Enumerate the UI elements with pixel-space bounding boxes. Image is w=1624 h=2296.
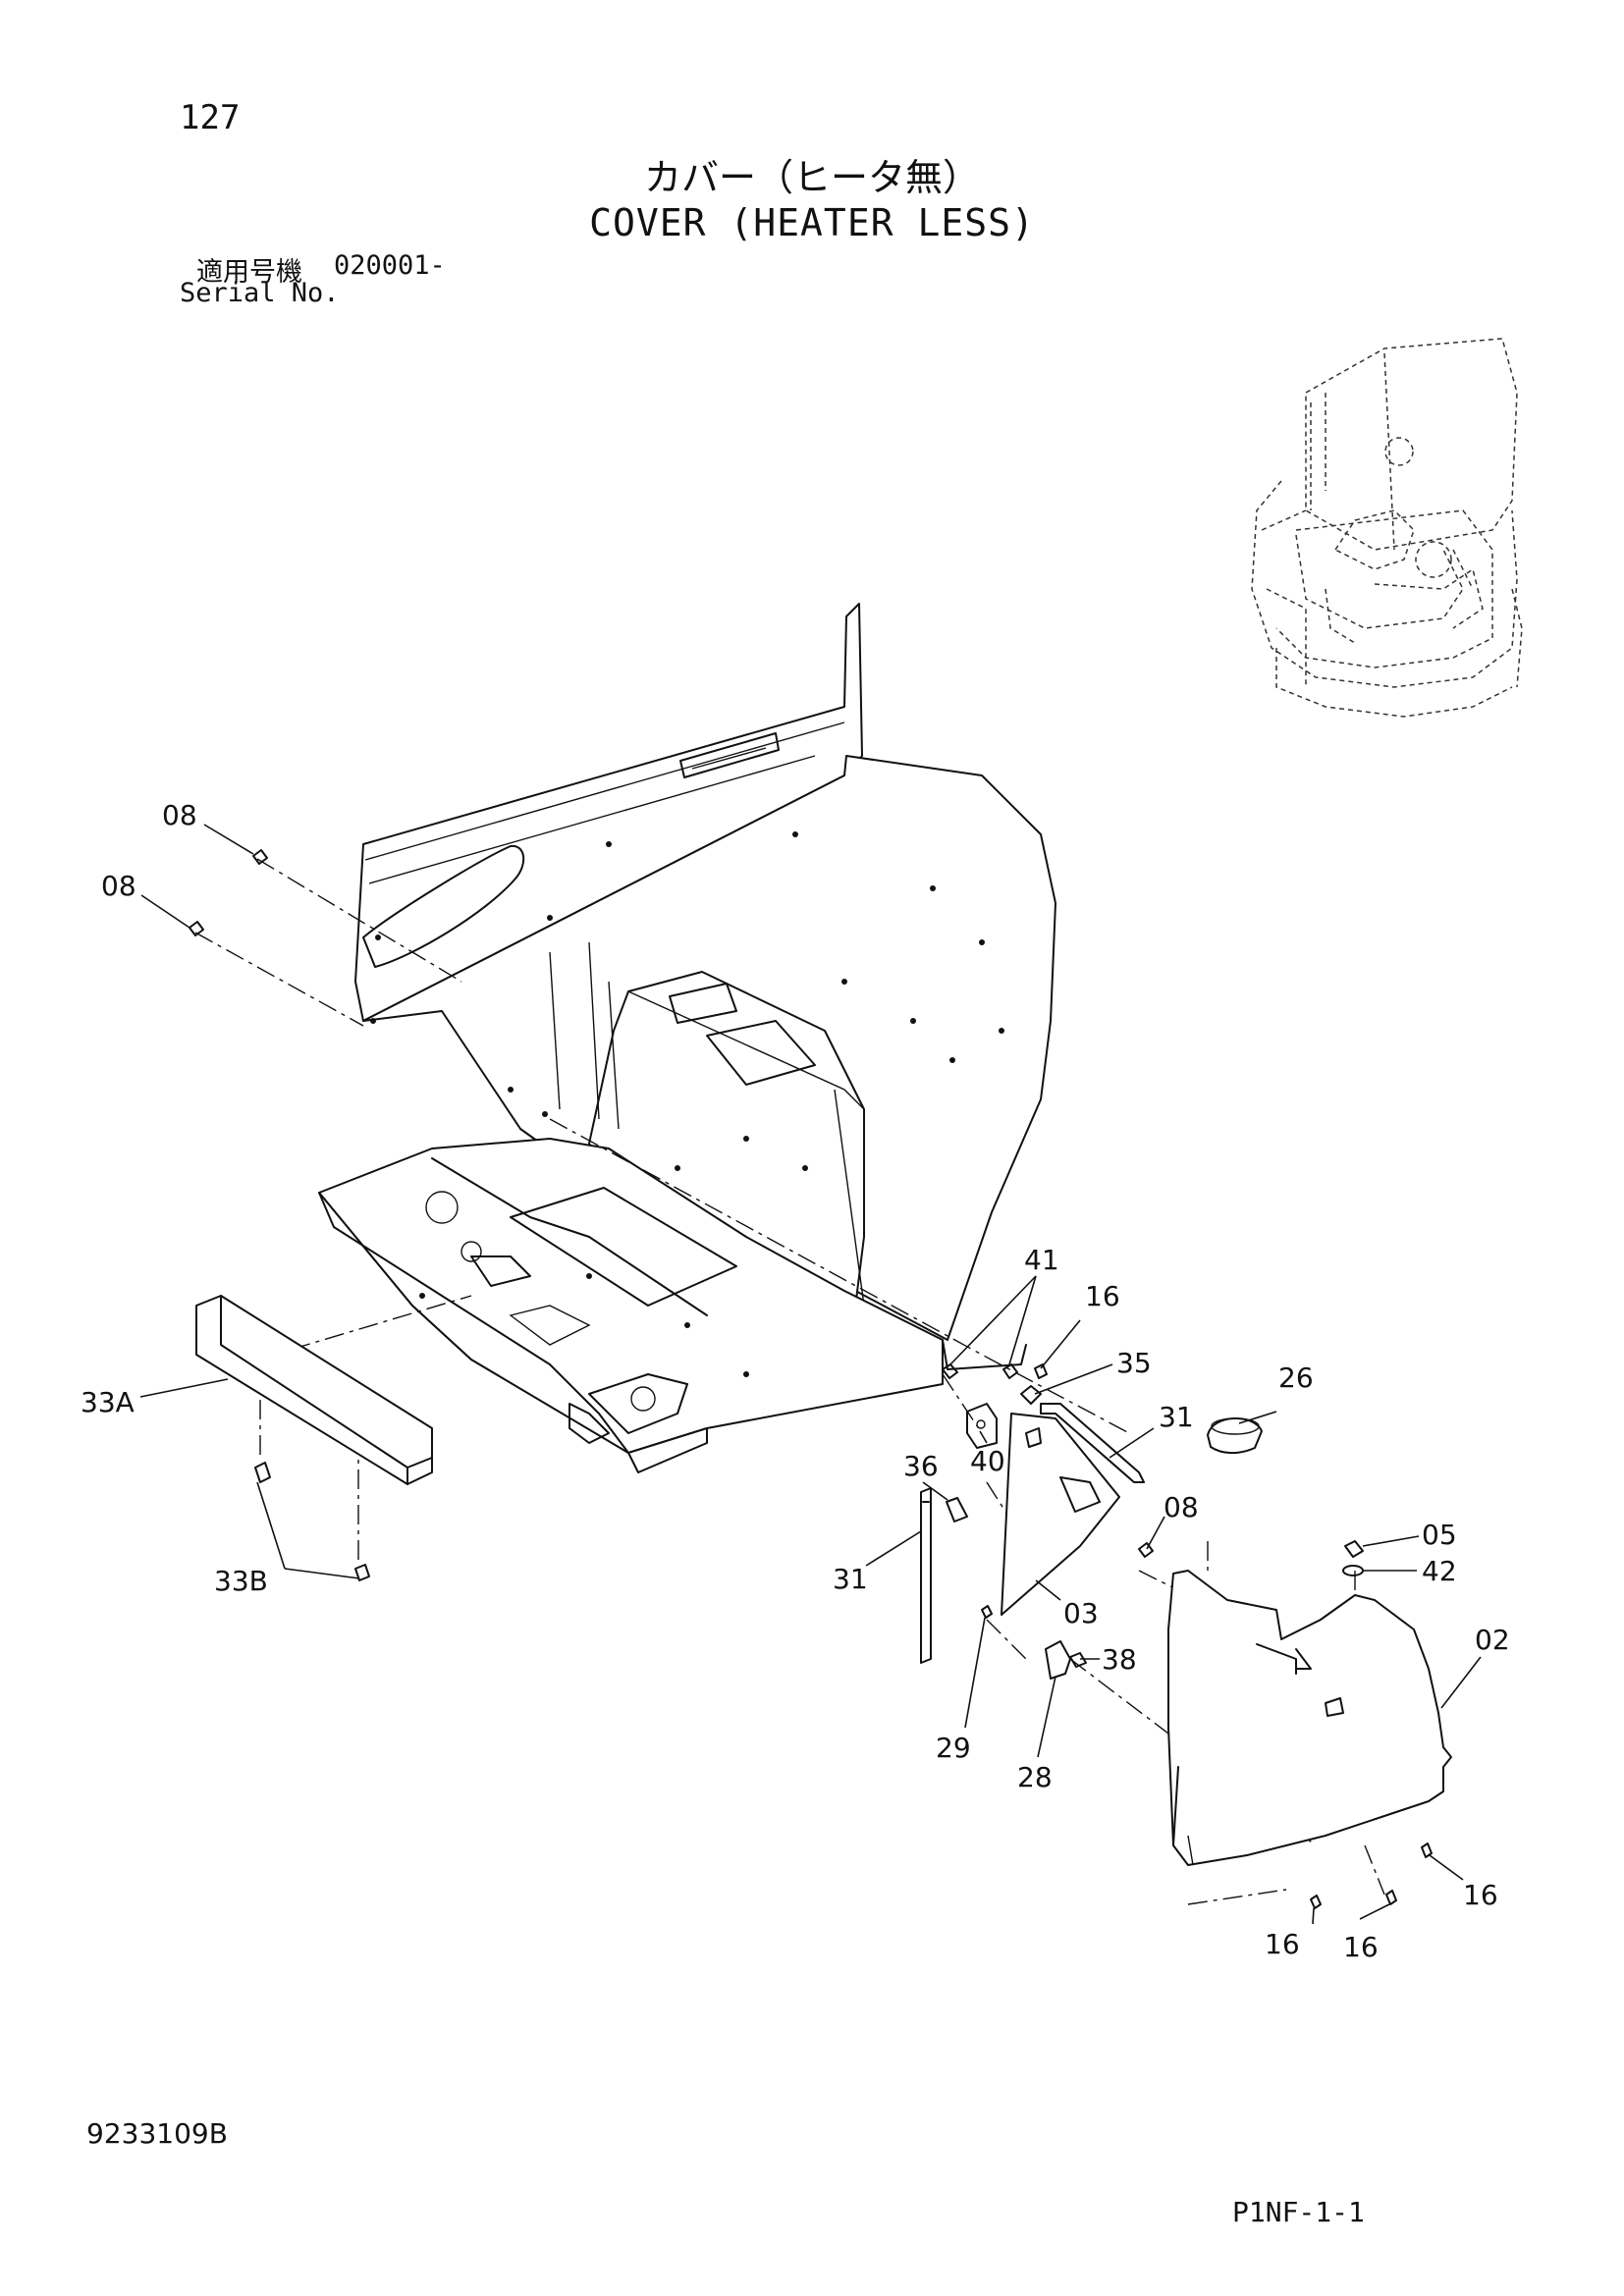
callout-05: 05 [1422,1519,1457,1551]
drawing-code: 9233109B [86,2117,228,2150]
callout-02: 02 [1475,1624,1510,1656]
page-number: 127 [180,98,241,137]
washer-42 [1342,1565,1364,1576]
serial-label-english: Serial No. [180,278,340,308]
bolt-16-lower-left [1310,1895,1322,1909]
callout-16-upper: 16 [1085,1280,1120,1312]
screw-29 [981,1605,993,1619]
serial-label-japanese: 適用号機 [196,257,302,288]
callout-35: 35 [1116,1347,1152,1379]
callout-33B: 33B [214,1565,268,1597]
page-title-japanese: カバー（ヒータ無） [643,156,980,199]
callout-16-lower-mid: 16 [1343,1931,1379,1963]
screw-08-upper [252,849,268,865]
seal-strip-31-lower [920,1487,932,1664]
serial-number-value: 020001- [334,250,446,281]
page-title-english: COVER (HEATER LESS) [589,201,1035,244]
bolt-16-lower-right [1421,1842,1433,1858]
front-cover-02 [1167,1570,1452,1866]
bolt-16-upper [1034,1363,1048,1379]
callout-40: 40 [970,1445,1005,1477]
side-panel-03 [1001,1413,1120,1616]
screw-08-lower [189,921,204,936]
callout-31-upper: 31 [1159,1401,1194,1433]
callout-labels: 08 08 33A 33B 41 16 35 26 31 36 40 08 05… [81,799,1510,1963]
callout-08-upper: 08 [162,799,197,831]
rod-31-upper [1040,1403,1145,1483]
cap-26 [1207,1417,1263,1455]
cab-location-thumbnail [1251,338,1523,718]
step-bar-33A [195,1295,433,1485]
bracket-28 [1045,1640,1071,1680]
callout-08-lower: 08 [101,870,136,902]
sheet-code: P1NF-1-1 [1232,2196,1365,2228]
callout-31-lower: 31 [833,1563,868,1595]
callout-42: 42 [1422,1555,1457,1587]
bolt-38 [1069,1652,1087,1668]
callout-36: 36 [903,1450,939,1482]
clip-35 [1020,1385,1042,1405]
spacer-36 [946,1497,968,1522]
callout-08-right: 08 [1164,1491,1199,1523]
bolt-05 [1344,1540,1364,1558]
fasteners-41 [942,1363,1018,1379]
callout-41: 41 [1024,1244,1059,1276]
callout-28: 28 [1017,1761,1053,1793]
callout-26: 26 [1278,1362,1314,1394]
callout-33A: 33A [81,1386,135,1418]
callout-38: 38 [1102,1643,1137,1676]
bolt-16-lower-mid [1385,1890,1397,1905]
callout-29: 29 [936,1732,971,1764]
callout-leaders [139,824,1482,1925]
callout-16-lower-left: 16 [1265,1928,1300,1960]
mounting-holes [370,831,1004,1377]
bracket-40 [966,1403,998,1449]
cab-frame-assembly [318,603,1056,1473]
clip-33B [254,1462,370,1581]
callout-16-lower-right: 16 [1463,1879,1498,1911]
screw-08-right [1138,1542,1154,1558]
callout-03: 03 [1063,1597,1099,1629]
